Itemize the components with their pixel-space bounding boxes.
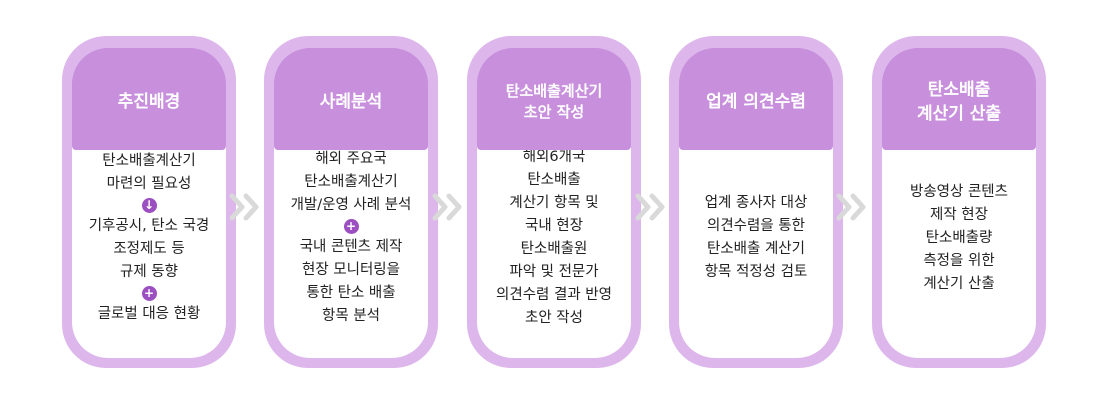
step-title: 업계 의견수렴 — [679, 48, 833, 150]
chevron-right-icon — [635, 193, 665, 221]
step-title: 추진배경 — [72, 48, 226, 150]
step-title: 탄소배출계산기 초안 작성 — [477, 48, 631, 150]
step-text-line: 탄소배출계산기 — [102, 153, 196, 169]
step-text-line: 의견수렴 결과 반영 — [496, 287, 612, 303]
step-text-line: 탄소배출 — [527, 172, 581, 188]
step-text-line: 탄소배출원 — [520, 241, 588, 257]
down-arrow-icon: ↓ — [141, 198, 157, 213]
step-text-line: 탄소배출계산기 — [304, 174, 398, 190]
step-text-line: 규제 동향 — [120, 264, 178, 280]
step-text-line: 측정을 위한 — [923, 252, 995, 269]
chevron-right-icon — [229, 193, 259, 221]
step-text-line: 탄소배출량 — [925, 229, 993, 246]
step-text-line: 의견수렴을 통한 — [707, 218, 805, 234]
step-title: 탄소배출 계산기 산출 — [882, 48, 1036, 150]
step-text-line: 현장 모니터링을 — [302, 262, 400, 278]
plus-icon: + — [141, 286, 157, 301]
step-text-line: 해외 주요국 — [315, 151, 387, 167]
chevron-right-icon — [432, 193, 462, 221]
step-text-line: 계산기 산출 — [923, 275, 995, 292]
step-title: 사례분석 — [274, 48, 428, 150]
step-text-line: 통한 탄소 배출 — [306, 285, 396, 301]
step-text-line: 항목 적정성 검토 — [704, 264, 808, 280]
step-text-line: 국내 현장 — [525, 218, 583, 234]
step-text-line: 초안 작성 — [525, 310, 583, 326]
step-text-line: 기후공시, 탄소 국경 — [88, 218, 210, 234]
step-text-line: 제작 현장 — [930, 206, 988, 223]
step-text-line: 글로벌 대응 현황 — [97, 306, 201, 322]
step-text-line: 업계 종사자 대상 — [704, 195, 808, 211]
step-text-line: 방송영상 콘텐츠 — [910, 183, 1008, 200]
step-text-line: 탄소배출 계산기 — [707, 241, 805, 257]
step-text-line: 마련의 필요성 — [106, 176, 192, 192]
step-text-line: 항목 분석 — [322, 308, 380, 324]
step-text-line: 국내 콘텐츠 제작 — [299, 239, 403, 255]
step-text-line: 파악 및 전문가 — [509, 264, 599, 280]
plus-icon: + — [343, 219, 359, 234]
step-text-line: 개발/운영 사례 분석 — [290, 197, 412, 213]
step-text-line: 해외6개국 — [522, 149, 586, 165]
chevron-right-icon — [836, 193, 866, 221]
step-text-line: 계산기 항목 및 — [509, 195, 599, 211]
step-text-line: 조정제도 등 — [113, 241, 185, 257]
